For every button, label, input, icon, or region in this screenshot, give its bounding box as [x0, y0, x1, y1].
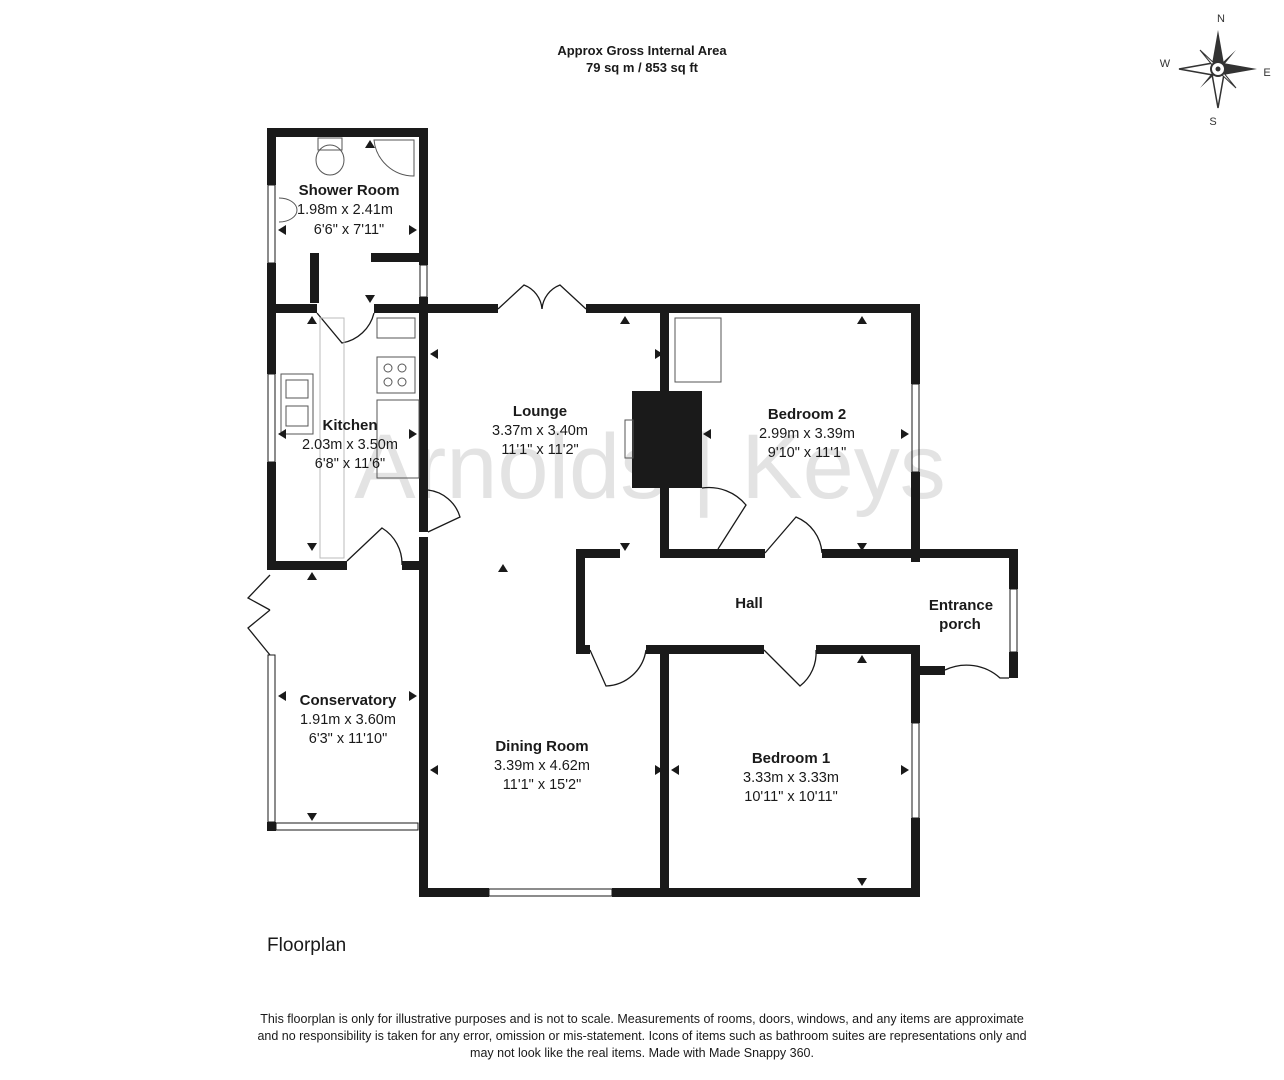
walls [267, 128, 1018, 897]
room-conservatory: Conservatory 1.91m x 3.60m 6'3" x 11'10" [300, 692, 397, 747]
room-imperial: 11'1" x 15'2" [503, 777, 581, 793]
windows [267, 184, 1018, 897]
room-metric: 2.03m x 3.50m [302, 437, 398, 453]
room-name-line1: Entrance [929, 597, 993, 614]
doors [246, 284, 1009, 687]
room-imperial: 9'10" x 11'1" [768, 445, 846, 461]
compass-e: E [1263, 67, 1270, 79]
room-kitchen: Kitchen 2.03m x 3.50m 6'8" x 11'6" [302, 417, 398, 472]
disclaimer-line: may not look like the real items. Made w… [470, 1046, 814, 1060]
measurement-markers [278, 140, 909, 886]
room-name: Bedroom 2 [768, 406, 846, 423]
room-name: Dining Room [495, 738, 588, 755]
compass-s: S [1209, 116, 1216, 128]
room-bedroom-2: Bedroom 2 2.99m x 3.39m 9'10" x 11'1" [759, 406, 855, 461]
room-metric: 3.33m x 3.33m [743, 770, 839, 786]
area-title: Approx Gross Internal Area [557, 43, 727, 58]
disclaimer-line: This floorplan is only for illustrative … [260, 1012, 1024, 1026]
area-value: 79 sq m / 853 sq ft [586, 60, 698, 75]
floor-title: Floorplan [267, 935, 347, 956]
room-name: Kitchen [322, 417, 377, 434]
area-header: Approx Gross Internal Area 79 sq m / 853… [0, 42, 1284, 76]
compass-icon: N S E W [1160, 13, 1271, 128]
room-imperial: 11'1" x 11'2" [501, 442, 578, 458]
room-metric: 2.99m x 3.39m [759, 426, 855, 442]
room-name: Hall [735, 595, 763, 612]
fixtures [278, 137, 722, 559]
room-name: Bedroom 1 [752, 750, 830, 767]
disclaimer-line: and no responsibility is taken for any e… [257, 1029, 1027, 1043]
room-bedroom-1: Bedroom 1 3.33m x 3.33m 10'11" x 10'11" [743, 750, 839, 805]
compass-n: N [1217, 13, 1225, 25]
room-metric: 1.98m x 2.41m [297, 202, 393, 218]
room-name-line2: porch [939, 616, 981, 633]
compass-w: W [1160, 58, 1171, 70]
room-lounge: Lounge 3.37m x 3.40m 11'1" x 11'2" [492, 403, 588, 458]
room-entrance-porch: Entrance porch [929, 597, 993, 633]
room-imperial: 6'6" x 7'11" [314, 222, 384, 238]
room-name: Shower Room [299, 182, 400, 199]
room-metric: 1.91m x 3.60m [300, 712, 396, 728]
room-imperial: 10'11" x 10'11" [744, 789, 838, 805]
disclaimer: This floorplan is only for illustrative … [222, 1011, 1062, 1062]
room-metric: 3.37m x 3.40m [492, 423, 588, 439]
room-metric: 3.39m x 4.62m [494, 758, 590, 774]
room-imperial: 6'3" x 11'10" [309, 731, 387, 747]
room-dining: Dining Room 3.39m x 4.62m 11'1" x 15'2" [494, 738, 590, 793]
room-hall: Hall [735, 595, 763, 612]
room-imperial: 6'8" x 11'6" [315, 456, 385, 472]
room-name: Lounge [513, 403, 567, 420]
room-name: Conservatory [300, 692, 397, 709]
room-shower: Shower Room 1.98m x 2.41m 6'6" x 7'11" [297, 182, 399, 238]
